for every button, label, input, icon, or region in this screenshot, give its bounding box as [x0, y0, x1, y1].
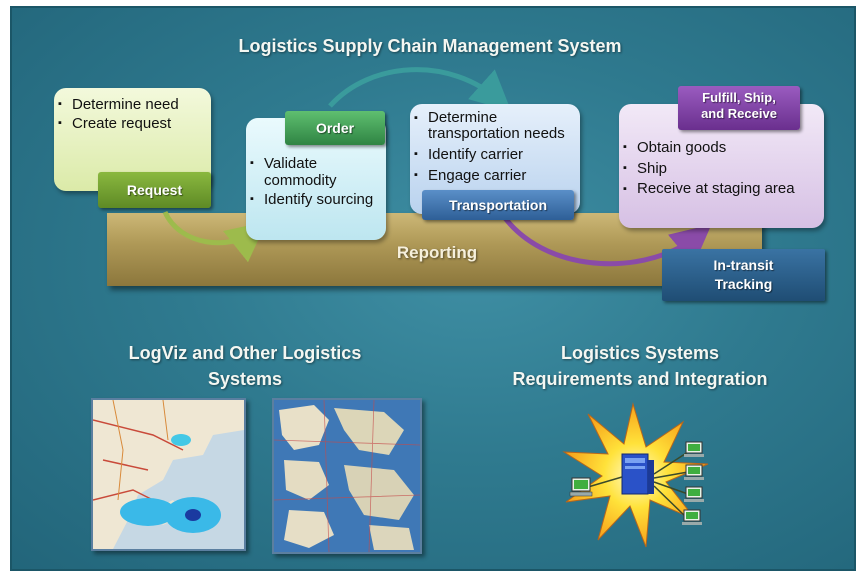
- satellite-map-image: [272, 398, 422, 554]
- order-tag: Order: [285, 111, 385, 145]
- server-icon: [621, 453, 654, 495]
- computer-icon: [684, 441, 704, 457]
- request-tag: Request: [98, 172, 211, 208]
- diagram-canvas: Logistics Supply Chain Management System…: [10, 6, 856, 571]
- fulfill-tag-line2: and Receive: [701, 106, 777, 121]
- request-bullet-2: Create request: [58, 115, 207, 132]
- computer-icon: [682, 509, 702, 525]
- computer-icon: [684, 486, 704, 502]
- computer-icon: [569, 477, 593, 497]
- request-card: Determine need Create request: [54, 88, 211, 191]
- intransit-line1: In-transit: [713, 257, 774, 273]
- integration-title-line1: Logistics Systems: [560, 343, 720, 363]
- satellite-map-graphic: [274, 400, 420, 552]
- reporting-label: Reporting: [396, 243, 478, 262]
- fulfill-bullet-2: Ship: [623, 160, 817, 177]
- order-bullet-2: Identify sourcing: [250, 191, 382, 208]
- transport-bullet-2: Identify carrier: [414, 146, 583, 163]
- transport-bullet-3: Engage carrier: [414, 167, 583, 184]
- coastal-map-image: [91, 398, 246, 551]
- fulfill-tag: Fulfill, Ship, and Receive: [678, 86, 800, 130]
- fulfill-bullet-3: Receive at staging area: [623, 181, 817, 198]
- intransit-line2: Tracking: [714, 276, 773, 292]
- logviz-title: LogViz and Other Logistics Systems: [80, 340, 410, 392]
- logviz-title-line1: LogViz and Other Logistics: [128, 343, 362, 363]
- integration-title: Logistics Systems Requirements and Integ…: [460, 340, 820, 392]
- teal-arrow-icon: [328, 67, 512, 112]
- integration-title-line2: Requirements and Integration: [512, 369, 768, 389]
- transport-bullet-1: Determine transportation needs: [414, 110, 583, 142]
- computer-icon: [684, 464, 704, 480]
- logviz-title-line2: Systems: [207, 369, 283, 389]
- transportation-tag: Transportation: [422, 190, 574, 220]
- request-bullet-1: Determine need: [58, 96, 207, 113]
- intransit-tag: In-transit Tracking: [662, 249, 825, 301]
- fulfill-bullet-1: Obtain goods: [623, 139, 817, 156]
- fulfill-tag-line1: Fulfill, Ship,: [702, 90, 776, 105]
- coastal-map-graphic: [93, 400, 244, 549]
- diagram-title: Logistics Supply Chain Management System: [238, 36, 622, 56]
- server-burst-icon: [562, 402, 709, 548]
- order-bullet-1: Validate commodity: [250, 155, 382, 189]
